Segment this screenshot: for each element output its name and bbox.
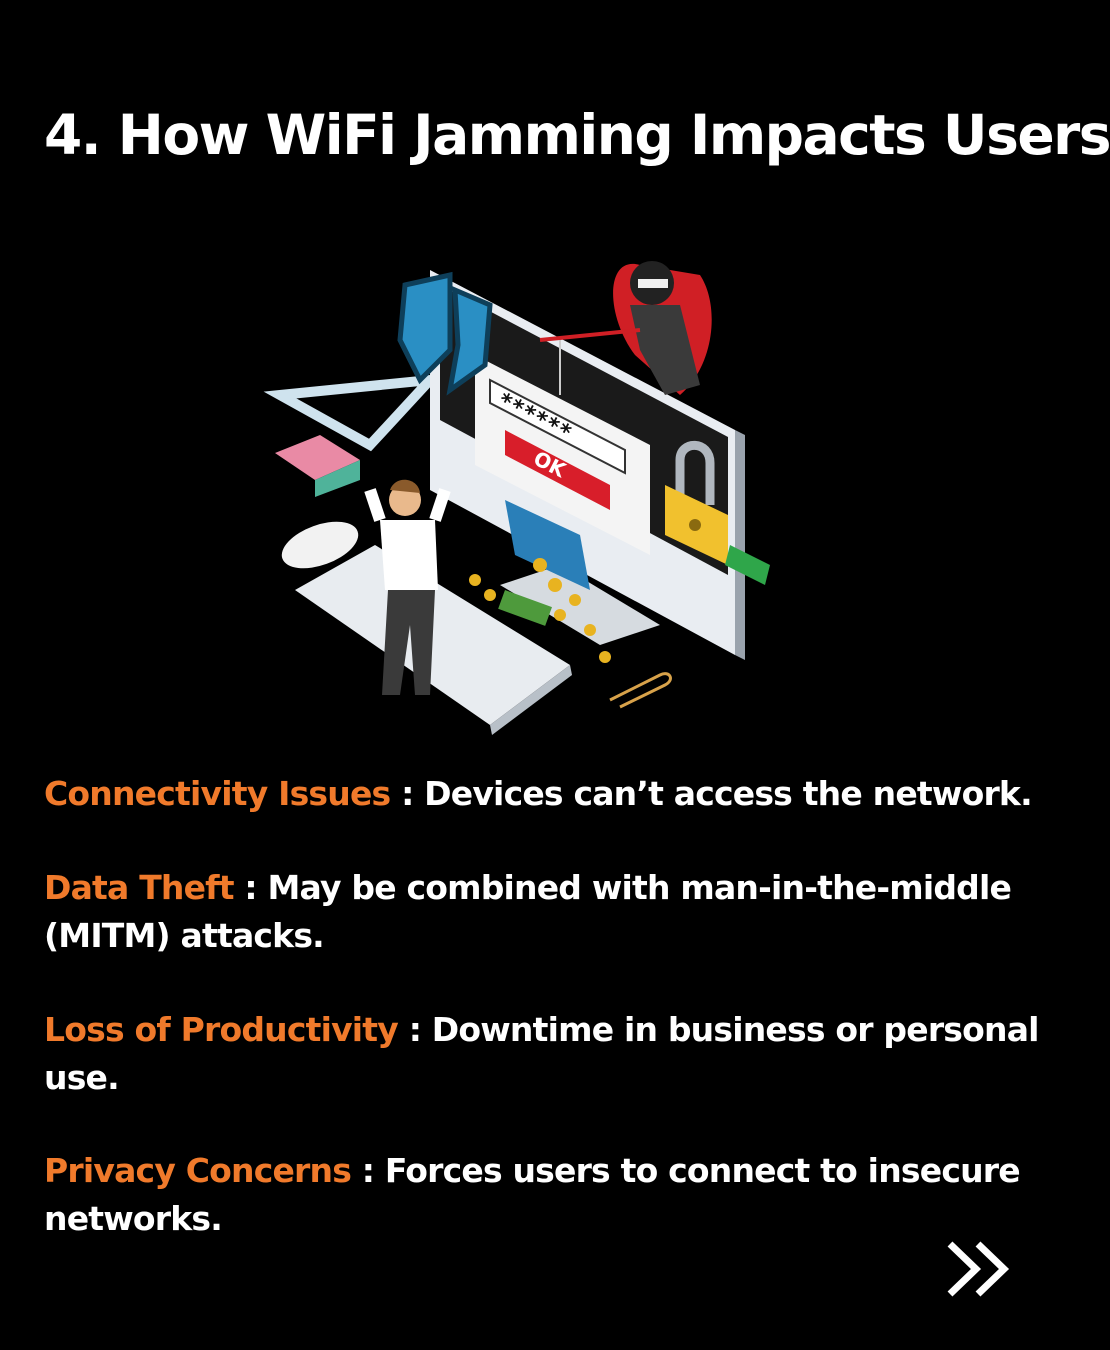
hacker-figure [539, 261, 712, 395]
impact-item-productivity: Loss of Productivity : Downtime in busin… [44, 1010, 1039, 1097]
eraser-icon [275, 435, 360, 497]
broken-shield-icon [397, 271, 493, 396]
wallet-coins-icon [469, 500, 611, 663]
password-dialog: ****** OK [475, 355, 650, 555]
impact-item-data-theft: Data Theft : May be combined with man-in… [44, 868, 1012, 955]
impact-item-connectivity: Connectivity Issues : Devices can’t acce… [44, 774, 1033, 813]
ruler-shape [263, 373, 443, 452]
paperclip-icon [609, 672, 672, 709]
pencil-icon [725, 545, 770, 585]
hacker-computer-illustration: ****** OK [263, 261, 770, 735]
page-title: 4. How WiFi Jamming Impacts Users [44, 103, 1110, 167]
double-chevron-right-icon[interactable] [942, 1238, 1018, 1300]
mouse-icon [281, 521, 359, 569]
padlock-icon [665, 440, 728, 565]
stressed-user-figure [364, 479, 451, 695]
impact-item-privacy: Privacy Concerns : Forces users to conne… [44, 1151, 1021, 1238]
